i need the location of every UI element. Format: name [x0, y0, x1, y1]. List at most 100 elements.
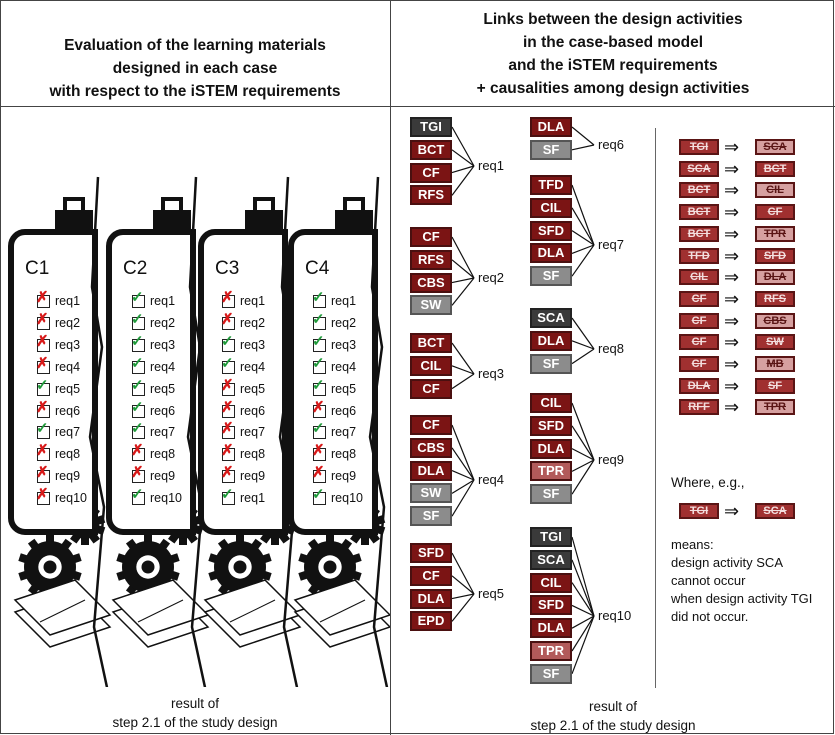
check-icon: ✓ [36, 420, 49, 438]
checkbox [222, 316, 235, 330]
check-icon: ✓ [131, 332, 144, 350]
implies-arrow-icon: ⇒ [724, 158, 740, 179]
right-header-line: in the case-based model [522, 34, 704, 51]
checkbox [37, 338, 50, 352]
activity-box: DLA [530, 330, 572, 351]
example-line: did not occur. [671, 609, 749, 624]
requirement-label: req10 [598, 608, 632, 623]
activity-box: BCT [410, 333, 452, 353]
check-icon: ✓ [221, 332, 234, 350]
effect-box: CIL [755, 182, 795, 199]
implies-arrow-icon: ⇒ [724, 202, 740, 223]
requirement-item: ✗req8 [131, 443, 175, 462]
right-header-line: Links between the design activities [483, 11, 743, 28]
checkbox [222, 492, 235, 506]
activity-box: DLA [530, 117, 572, 137]
activity-box: SW [410, 483, 452, 504]
requirement-item: ✓req2 [312, 311, 356, 331]
cause-box: BCT [679, 182, 719, 199]
requirement-label: req1 [240, 491, 266, 506]
link-line [451, 479, 475, 494]
requirement-label: req1 [478, 158, 505, 173]
links-diagram [451, 126, 595, 675]
activity-box: CBS [410, 272, 452, 293]
right-footer: result of step 2.1 of the study design [391, 697, 835, 735]
requirement-label: req8 [55, 447, 81, 462]
clipboard-illustration [8, 176, 390, 687]
causality-divider [655, 128, 656, 688]
requirement-label: req6 [55, 403, 81, 418]
requirement-label: req1 [331, 294, 357, 308]
check-icon: ✓ [36, 376, 49, 394]
activity-box: TGI [410, 117, 452, 137]
link-line [571, 425, 595, 461]
requirement-item: ✓req10 [312, 487, 363, 506]
right-header-line: + causalities among design activities [476, 80, 750, 97]
requirement-item: ✗req6 [312, 399, 356, 419]
checkbox [222, 404, 235, 418]
requirement-label: req4 [331, 359, 357, 374]
requirement-item: ✓req7 [312, 421, 356, 440]
activity-box: CIL [530, 197, 572, 218]
requirement-label: req10 [55, 491, 87, 506]
cause-box: TFD [679, 247, 719, 264]
cause-box: CIL [679, 269, 719, 286]
activity-box: SCA [530, 549, 572, 570]
requirement-label: req3 [150, 337, 176, 352]
requirement-label: req8 [240, 447, 266, 462]
effect-box: SF [755, 377, 795, 394]
checkbox [132, 448, 145, 462]
requirement-label: req7 [240, 425, 266, 440]
link-line [571, 244, 595, 254]
link-line [571, 126, 595, 146]
requirement-item: ✗req5 [221, 377, 266, 397]
link-line [571, 559, 595, 617]
requirement-label: req9 [598, 452, 625, 467]
cross-icon: ✗ [36, 332, 49, 350]
requirement-item: ✗req6 [36, 399, 81, 419]
example-label: Where, e.g., [671, 475, 745, 490]
check-icon: ✓ [131, 354, 144, 372]
checkbox [132, 404, 145, 418]
link-line [571, 459, 595, 495]
link-line [571, 207, 595, 246]
requirement-label: req6 [240, 403, 266, 418]
activity-box: DLA [530, 618, 572, 639]
check-icon: ✓ [312, 354, 325, 372]
paper-stack-icon [203, 579, 302, 648]
link-line [571, 230, 595, 246]
link-line [451, 447, 475, 481]
checkbox [313, 426, 326, 440]
requirement-item: ✗req6 [221, 399, 266, 419]
effect-box: SW [755, 334, 795, 351]
cross-icon: ✗ [131, 464, 144, 482]
gear-icon [298, 535, 362, 599]
requirement-item: ✓req7 [131, 421, 175, 440]
requirement-label: req5 [55, 381, 81, 396]
requirement-label: req9 [55, 469, 81, 484]
check-icon: ✓ [131, 289, 144, 306]
checkbox [222, 470, 235, 484]
requirement-label: req5 [240, 381, 266, 396]
checkbox [132, 426, 145, 440]
checkbox [222, 426, 235, 440]
case-label: C3 [215, 258, 240, 279]
requirement-label: req4 [240, 359, 266, 374]
activity-box: SF [530, 663, 572, 684]
checkbox [313, 316, 326, 330]
link-line [451, 342, 475, 375]
checkbox [132, 360, 145, 374]
requirement-label: req2 [150, 315, 176, 330]
link-line [451, 126, 475, 167]
gear-icon [208, 535, 272, 599]
cross-icon: ✗ [36, 442, 49, 460]
requirement-item: ✓req7 [36, 420, 80, 440]
cause-box: CF [679, 312, 719, 329]
requirement-item: ✓ req5 [36, 376, 81, 397]
paper-stack-icon [111, 579, 210, 648]
example-line: means: [671, 537, 714, 552]
example-line: when design activity TGI [671, 591, 813, 606]
cross-icon: ✗ [221, 289, 234, 306]
checkbox [313, 492, 326, 506]
link-line [451, 593, 475, 622]
